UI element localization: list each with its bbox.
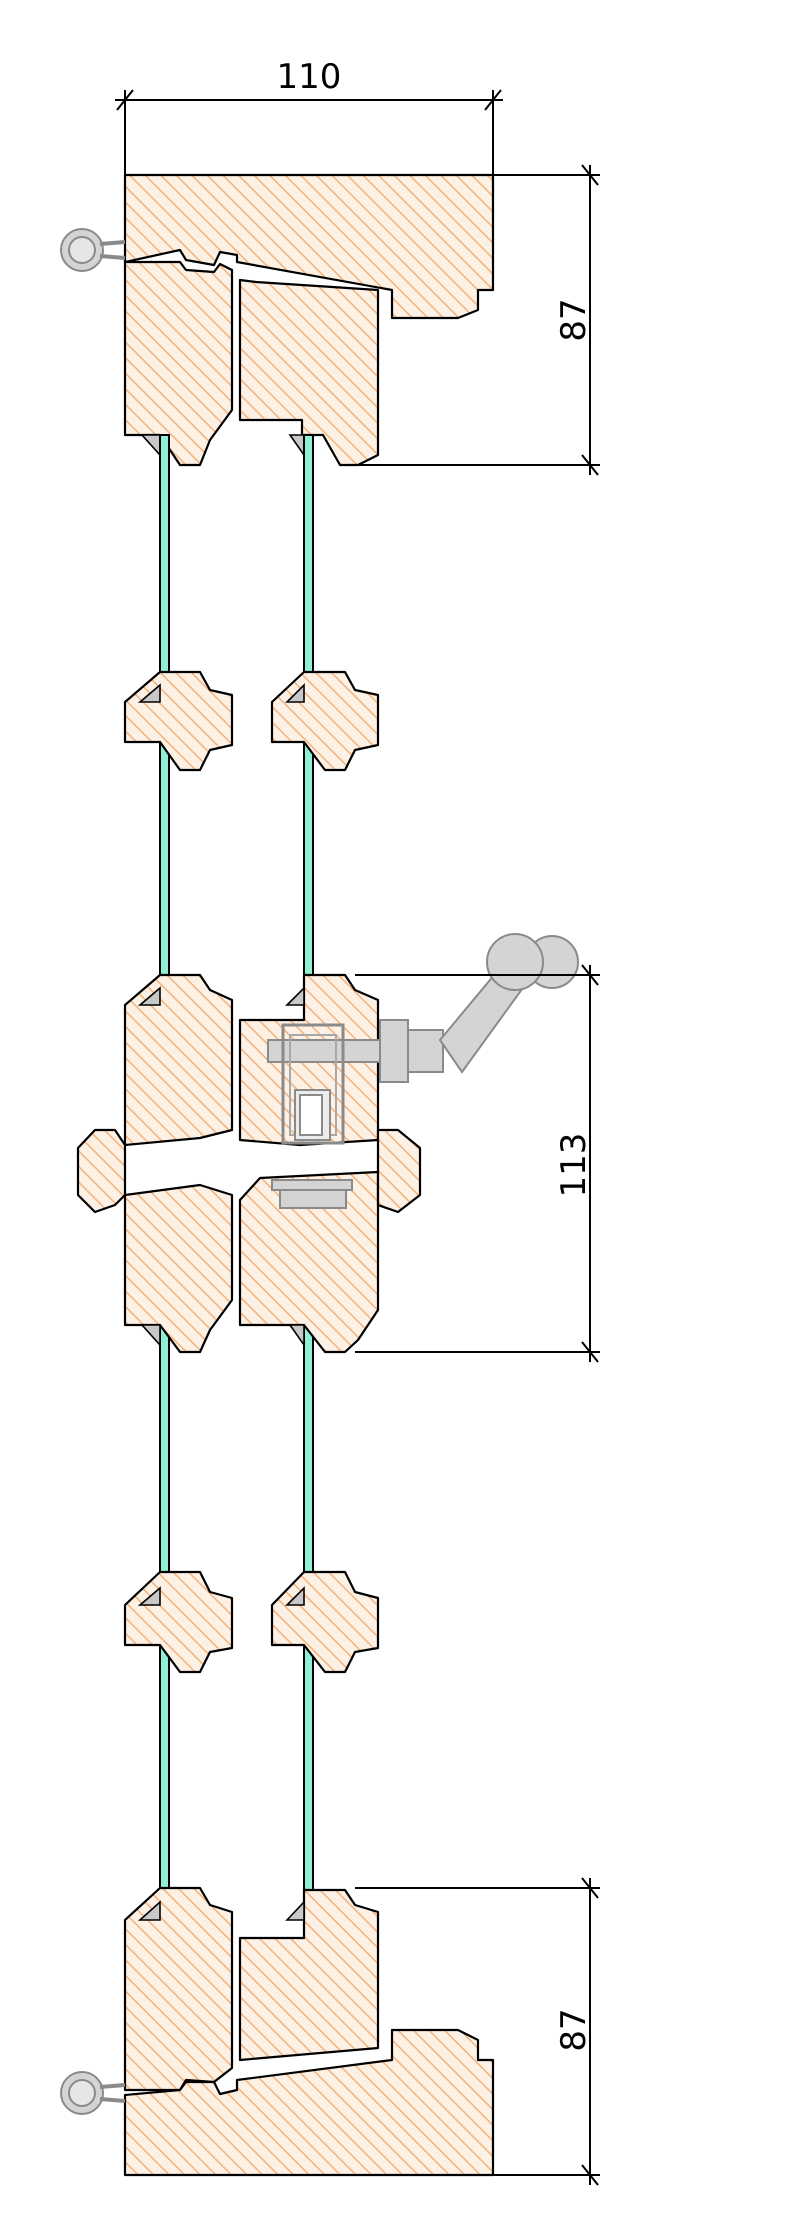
bead-triangle: [140, 1324, 161, 1348]
dimension-height-top: 87: [355, 164, 600, 476]
bead-triangle: [137, 1586, 161, 1606]
glass-pane-outer: [159, 734, 170, 1006]
bead-triangle: [288, 434, 305, 458]
top-frame-profile: [123, 173, 495, 320]
outer-stop-profile: [76, 1128, 127, 1214]
glass-pane-outer: [159, 1644, 170, 1921]
dimension-label-113: 113: [554, 1133, 594, 1198]
muntin-outer-profile: [123, 670, 234, 772]
upper-outer-sash-profile: [123, 973, 234, 1147]
top-inner-sash-profile: [238, 278, 380, 467]
top-frame-section: [60, 173, 495, 467]
glass-pane-outer: [159, 1324, 170, 1606]
dimension-height-middle: 113: [355, 964, 600, 1363]
bead-triangle: [137, 986, 161, 1006]
glass-pane-inner: [303, 1644, 314, 1921]
dimension-height-bottom: 87: [355, 1877, 600, 2186]
bead-triangle: [285, 683, 305, 703]
glass-pane-inner: [303, 1324, 314, 1606]
lower-inner-sash-profile: [238, 1170, 380, 1354]
hinge-icon: [60, 228, 126, 272]
glass-pane-outer: [159, 434, 170, 706]
bead-triangle: [285, 1899, 305, 1921]
bottom-frame-profile: [123, 2028, 495, 2177]
muntin-inner-profile: [270, 670, 380, 772]
bead-triangle: [285, 1586, 305, 1606]
glass-pane-inner: [303, 434, 314, 706]
dimension-label-110: 110: [277, 57, 342, 97]
bead-triangle: [140, 434, 161, 458]
muntin-inner-profile: [270, 1570, 380, 1674]
dimension-label-87-bottom: 87: [554, 2008, 594, 2051]
muntin-outer-profile: [123, 1570, 234, 1674]
bead-triangle: [137, 1900, 161, 1921]
bottom-inner-sash-profile: [238, 1888, 380, 2062]
glass-pane-inner: [303, 734, 314, 1006]
lower-outer-sash-profile: [123, 1183, 234, 1354]
bottom-frame-section: [60, 1886, 495, 2177]
bottom-outer-sash-profile: [123, 1886, 234, 2092]
dimension-label-87-top: 87: [554, 298, 594, 341]
bead-triangle: [288, 1324, 305, 1348]
upper-muntin-pair: [123, 670, 380, 772]
hinge-icon: [60, 2071, 126, 2115]
lower-muntin-pair: [123, 1570, 380, 1674]
dimension-width-top: 110: [115, 57, 503, 175]
bead-triangle: [285, 986, 305, 1006]
inner-stop-profile: [376, 1128, 422, 1214]
bead-triangle: [137, 683, 161, 703]
meeting-rail-section: [76, 933, 579, 1354]
